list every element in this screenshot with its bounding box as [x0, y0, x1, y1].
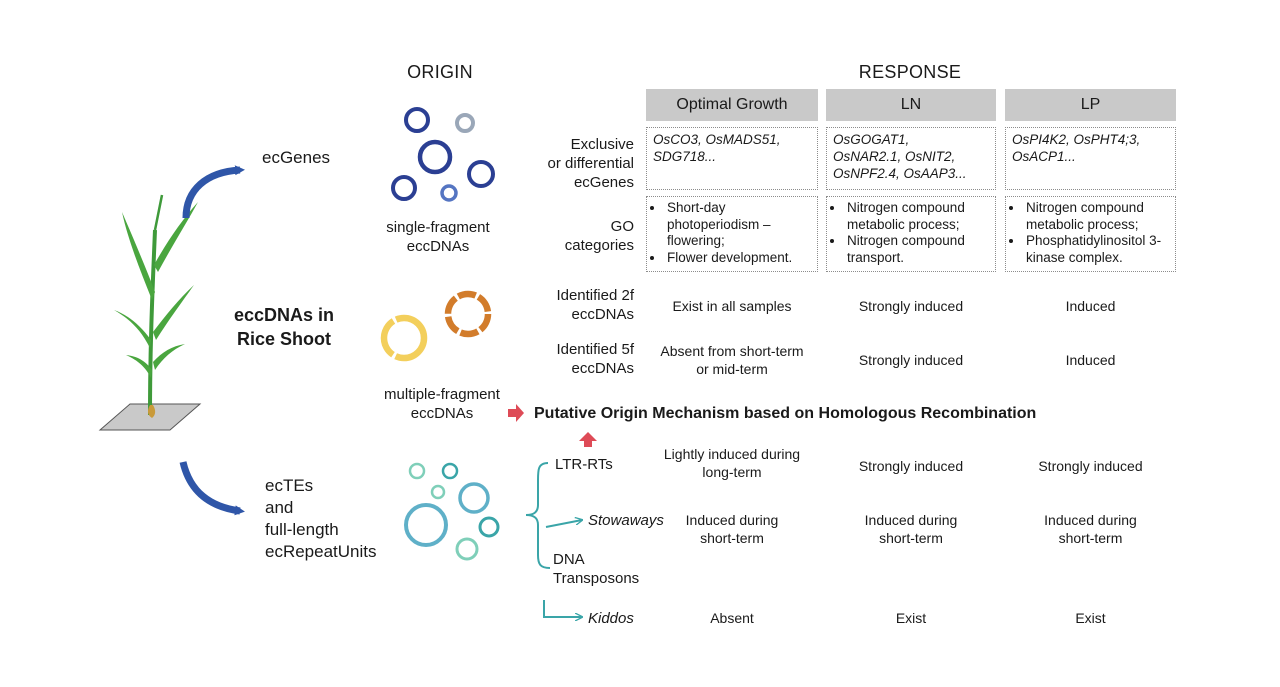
go-item: Short-day photoperiodism – flowering;	[665, 200, 813, 250]
go-item: Nitrogen compound metabolic process;	[845, 200, 991, 233]
exclusive-genes-lp: OsPI4K2, OsPHT4;3, OsACP1...	[1005, 127, 1176, 190]
go-box-lp: Nitrogen compound metabolic process; Pho…	[1005, 196, 1176, 272]
red-arrow-right-icon	[508, 404, 524, 422]
stowaways-ln: Induced during short-term	[864, 512, 958, 546]
five-f-ln: Strongly induced	[858, 352, 964, 368]
single-fragment-circles-icon	[391, 107, 495, 202]
ltr-lp: Strongly induced	[1038, 458, 1143, 474]
go-box-optimal: Short-day photoperiodism – flowering; Fl…	[646, 196, 818, 272]
five-f-lp: Induced	[1065, 352, 1116, 368]
column-header-ln: LN	[826, 89, 996, 121]
origin-header: ORIGIN	[407, 62, 473, 82]
two-f-ln: Strongly induced	[858, 298, 964, 314]
row-label-ltr-rts: LTR-RTs	[555, 456, 613, 473]
multiple-fragment-label: multiple-fragment eccDNAs	[384, 386, 500, 422]
response-header: RESPONSE	[858, 62, 962, 82]
kiddos-ln: Exist	[895, 610, 927, 626]
row-label-exclusive-ecgenes: Exclusive or differential ecGenes	[547, 136, 634, 191]
single-fragment-label: single-fragment eccDNAs	[386, 219, 490, 255]
te-circles-icon	[404, 462, 500, 561]
column-header-lp: LP	[1005, 89, 1176, 121]
exclusive-genes-optimal: OsCO3, OsMADS51, SDG718...	[646, 127, 818, 190]
go-item: Nitrogen compound transport.	[845, 233, 991, 266]
go-box-ln: Nitrogen compound metabolic process; Nit…	[826, 196, 996, 272]
ectes-label: ecTEs and full-length ecRepeatUnits	[265, 476, 377, 561]
eccdnas-in-rice-shoot-title: eccDNAs in Rice Shoot	[233, 305, 335, 349]
ecgenes-label: ecGenes	[262, 148, 331, 167]
five-f-optimal: Absent from short-term or mid-term	[660, 343, 804, 377]
rice-plant-icon	[98, 194, 202, 431]
curved-arrow-down-icon	[179, 461, 245, 516]
stowaways-lp: Induced during short-term	[1044, 512, 1137, 546]
red-arrow-up-icon	[579, 432, 597, 447]
curved-arrow-up-icon	[182, 165, 245, 219]
two-f-lp: Induced	[1065, 298, 1116, 314]
ltr-ln: Strongly induced	[858, 458, 964, 474]
ltr-optimal: Lightly induced during long-term	[663, 446, 801, 480]
exclusive-genes-ln: OsGOGAT1, OsNAR2.1, OsNIT2, OsNPF2.4, Os…	[826, 127, 996, 190]
row-label-2f-eccdnas: Identified 2f eccDNAs	[556, 287, 634, 323]
multiple-fragment-circles-icon	[380, 290, 492, 362]
column-header-optimal-growth: Optimal Growth	[646, 89, 818, 121]
te-brace-icon	[525, 462, 582, 617]
row-label-kiddos: Kiddos	[588, 610, 634, 627]
kiddos-optimal: Absent	[710, 610, 754, 626]
row-label-stowaways: Stowaways	[588, 512, 664, 529]
row-label-go-categories: GO categories	[564, 218, 634, 254]
go-item: Phosphatidylinositol 3-kinase complex.	[1024, 233, 1171, 266]
row-label-dna-transposons: DNA Transposons	[553, 551, 640, 587]
go-item: Flower development.	[665, 250, 813, 267]
row-label-5f-eccdnas: Identified 5f eccDNAs	[556, 341, 634, 377]
kiddos-lp: Exist	[1075, 610, 1106, 626]
stowaways-optimal: Induced during short-term	[685, 512, 779, 546]
two-f-optimal: Exist in all samples	[672, 298, 792, 314]
go-item: Nitrogen compound metabolic process;	[1024, 200, 1171, 233]
mechanism-label: Putative Origin Mechanism based on Homol…	[534, 405, 1037, 422]
